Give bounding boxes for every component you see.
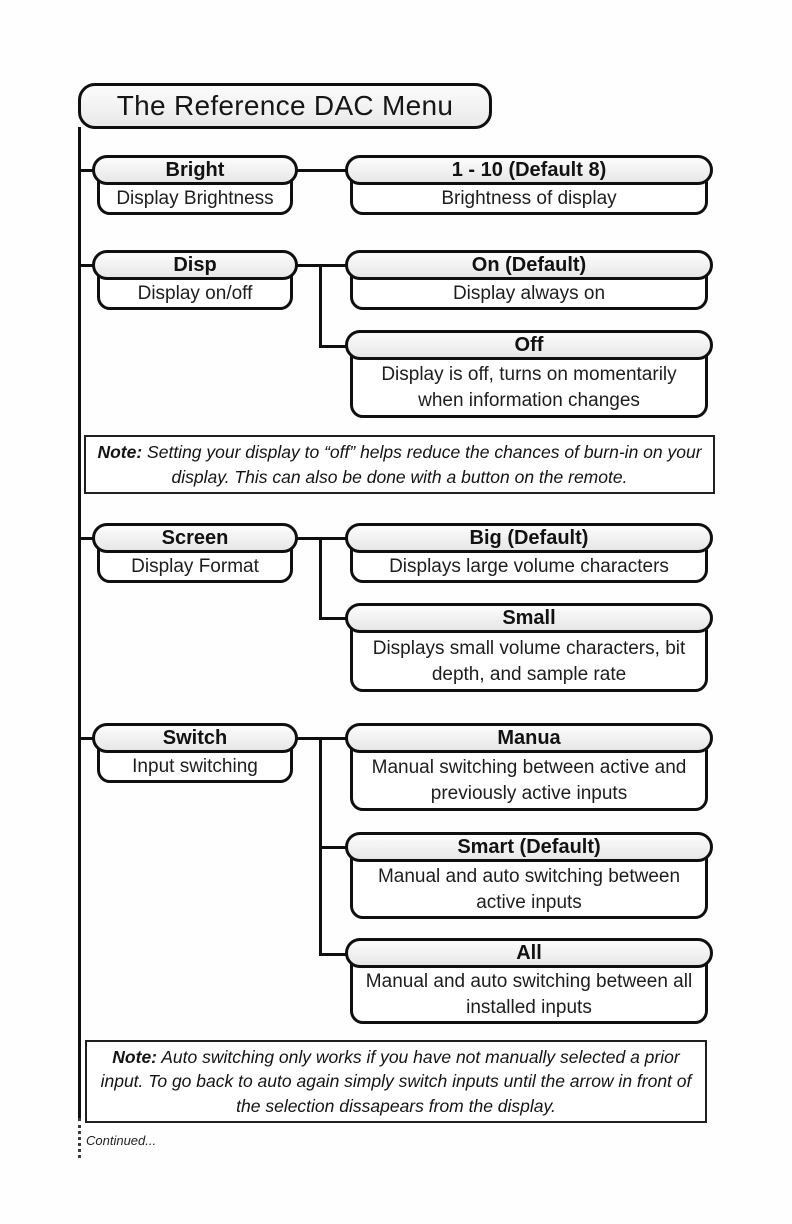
- node-description: Displays small volume characters, bit de…: [372, 637, 686, 685]
- menu-node-bright: Bright Display Brightness: [92, 155, 298, 215]
- node-label: Manua: [497, 726, 561, 749]
- option-node-off: Off Display is off, turns on momentarily…: [345, 330, 713, 418]
- node-description: Display on/off: [137, 283, 253, 305]
- node-header: Screen: [92, 523, 298, 553]
- node-description: Input switching: [132, 756, 258, 778]
- trunk-line: [78, 127, 81, 1118]
- node-label: Off: [514, 333, 544, 356]
- node-header: 1 - 10 (Default 8): [345, 155, 713, 185]
- node-description: Manual switching between active and prev…: [371, 757, 687, 804]
- diagram-title-box: The Reference DAC Menu: [78, 83, 492, 129]
- node-header: On (Default): [345, 250, 713, 280]
- connector-line: [319, 846, 347, 849]
- node-label: Screen: [161, 526, 229, 549]
- note-box-auto-switching: Note: Auto switching only works if you h…: [85, 1040, 707, 1123]
- option-node-smart: Smart (Default) Manual and auto switchin…: [345, 832, 713, 919]
- node-header: Switch: [92, 723, 298, 753]
- trunk-line-dotted: [78, 1118, 81, 1158]
- node-description: Manual and auto switching between all in…: [365, 971, 693, 1018]
- connector-line: [319, 953, 347, 956]
- connector-line: [319, 617, 347, 620]
- node-label: Small: [502, 606, 556, 629]
- node-description: Brightness of display: [441, 188, 617, 210]
- connector-line: [78, 737, 94, 740]
- node-label: Smart (Default): [457, 835, 601, 858]
- node-header: Disp: [92, 250, 298, 280]
- option-node-all: All Manual and auto switching between al…: [345, 938, 713, 1024]
- node-description: Display is off, turns on momentarily whe…: [381, 364, 677, 411]
- connector-line: [78, 264, 94, 267]
- note-label: Note:: [97, 442, 143, 463]
- option-node-brightness-range: 1 - 10 (Default 8) Brightness of display: [345, 155, 713, 215]
- option-node-on: On (Default) Display always on: [345, 250, 713, 310]
- node-description: Display Brightness: [116, 188, 274, 210]
- node-label: All: [516, 941, 542, 964]
- option-node-big: Big (Default) Displays large volume char…: [345, 523, 713, 583]
- option-node-manua: Manua Manual switching between active an…: [345, 723, 713, 811]
- menu-node-switch: Switch Input switching: [92, 723, 298, 783]
- continued-label: Continued...: [86, 1133, 157, 1148]
- note-label: Note:: [112, 1047, 158, 1068]
- node-label: Bright: [165, 158, 225, 181]
- node-label: Switch: [162, 726, 228, 749]
- node-label: Big (Default): [469, 526, 589, 549]
- node-description: Manual and auto switching between active…: [377, 865, 681, 913]
- menu-node-screen: Screen Display Format: [92, 523, 298, 583]
- note-box-display-off: Note: Setting your display to “off” help…: [84, 435, 715, 494]
- node-label: 1 - 10 (Default 8): [451, 158, 607, 181]
- node-header: Off: [345, 330, 713, 360]
- connector-line: [296, 169, 347, 172]
- node-header: Small: [345, 603, 713, 633]
- node-description: Displays large volume characters: [389, 556, 669, 578]
- note-text: Auto switching only works if you have no…: [100, 1047, 692, 1116]
- node-description: Display Format: [131, 556, 259, 578]
- node-description: Display always on: [452, 283, 606, 305]
- menu-node-disp: Disp Display on/off: [92, 250, 298, 310]
- connector-line: [78, 169, 94, 172]
- diagram-title: The Reference DAC Menu: [116, 90, 454, 121]
- connector-line: [78, 537, 94, 540]
- connector-line: [319, 345, 347, 348]
- node-header: Manua: [345, 723, 713, 753]
- node-header: Smart (Default): [345, 832, 713, 862]
- node-header: Big (Default): [345, 523, 713, 553]
- node-header: All: [345, 938, 713, 968]
- note-text: Setting your display to “off” helps redu…: [142, 442, 702, 487]
- node-header: Bright: [92, 155, 298, 185]
- node-label: Disp: [173, 253, 217, 276]
- option-node-small: Small Displays small volume characters, …: [345, 603, 713, 692]
- node-label: On (Default): [471, 253, 587, 276]
- connector-line: [319, 264, 322, 348]
- connector-line: [319, 537, 322, 620]
